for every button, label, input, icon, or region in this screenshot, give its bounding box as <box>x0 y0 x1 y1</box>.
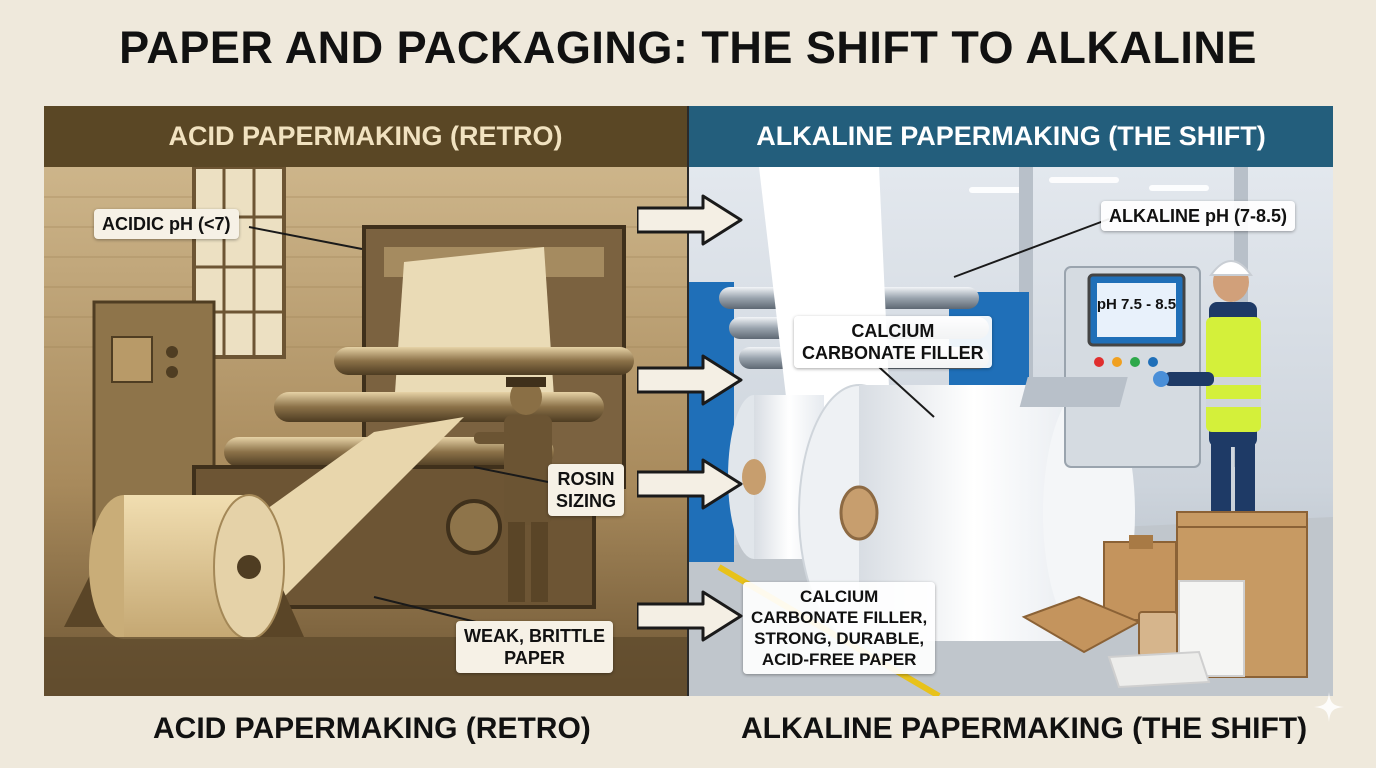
alkaline-panel-header: ALKALINE PAPERMAKING (THE SHIFT) <box>689 106 1333 167</box>
alkaline-papermaking-panel: ALKALINE PAPERMAKING (THE SHIFT) <box>689 106 1333 696</box>
acid-free-paper-label: CALCIUM CARBONATE FILLER, STRONG, DURABL… <box>743 582 936 674</box>
alkaline-ph-label: ALKALINE pH (7-8.5) <box>1101 201 1296 231</box>
shift-arrow-icon-1 <box>637 194 743 246</box>
result-line-3: STRONG, DURABLE, <box>754 629 925 648</box>
filler-line-1: CALCIUM <box>851 321 935 341</box>
weak-brittle-paper-label: WEAK, BRITTLE PAPER <box>456 621 613 673</box>
shift-arrow-icon-2 <box>637 354 743 406</box>
calcium-carbonate-filler-label: CALCIUM CARBONATE FILLER <box>794 316 992 368</box>
rosin-sizing-line-2: SIZING <box>556 491 617 511</box>
acidic-ph-label: ACIDIC pH (<7) <box>94 209 239 239</box>
filler-line-2: CARBONATE FILLER <box>802 343 984 363</box>
ph-screen-readout: pH 7.5 - 8.5 <box>1096 296 1177 313</box>
rosin-sizing-line-1: ROSIN <box>557 469 615 489</box>
result-line-4: ACID-FREE PAPER <box>761 650 917 669</box>
acid-papermaking-panel: ACID PAPERMAKING (RETRO) <box>44 106 687 696</box>
result-line-1: CALCIUM <box>799 587 879 606</box>
result-line-2: CARBONATE FILLER, <box>751 608 928 627</box>
alkaline-caption: ALKALINE PAPERMAKING (THE SHIFT) <box>741 712 1308 745</box>
page-title: PAPER AND PACKAGING: THE SHIFT TO ALKALI… <box>119 22 1257 73</box>
panel-divider <box>687 106 689 696</box>
sparkle-icon <box>1314 692 1344 722</box>
weak-brittle-line-1: WEAK, BRITTLE <box>464 626 605 646</box>
weak-brittle-line-2: PAPER <box>504 648 565 668</box>
shift-arrow-icon-4 <box>637 590 743 642</box>
acid-mill-illustration <box>44 167 687 696</box>
rosin-sizing-label: ROSIN SIZING <box>548 464 625 516</box>
alkaline-mill-illustration <box>689 167 1333 696</box>
shift-arrow-icon-3 <box>637 458 743 510</box>
acid-panel-header: ACID PAPERMAKING (RETRO) <box>44 106 687 167</box>
acid-caption: ACID PAPERMAKING (RETRO) <box>153 712 591 745</box>
